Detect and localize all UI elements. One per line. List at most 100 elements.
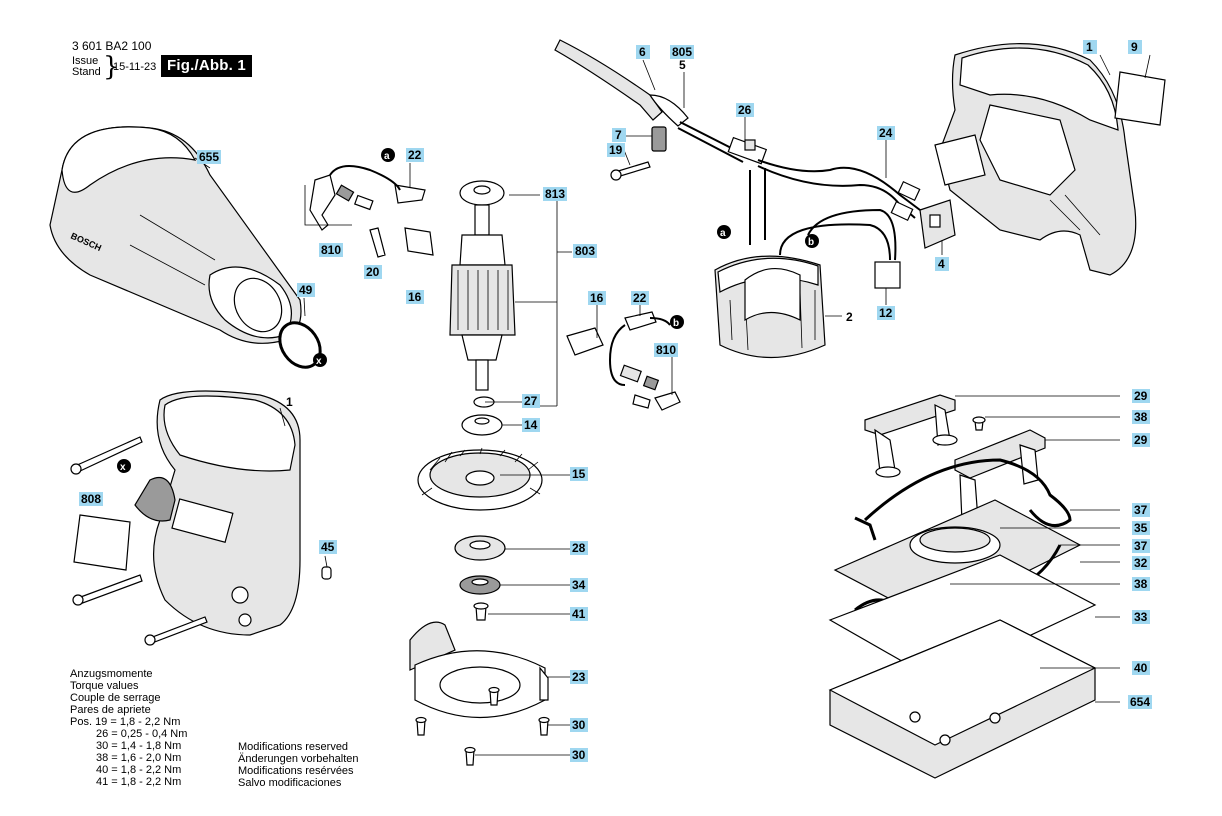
- callout-9: 9: [1131, 40, 1138, 54]
- torque-title-fr: Couple de serrage: [70, 692, 161, 704]
- callout-38-upper: 38: [1134, 410, 1148, 424]
- callout-813: 813: [545, 187, 565, 201]
- callout-40: 40: [1134, 661, 1148, 675]
- issue-label: Issue: [72, 55, 99, 67]
- sanding-sheet-33: [828, 554, 1097, 681]
- torque-row: 41 = 1,8 - 2,2 Nm: [96, 776, 182, 788]
- callout-16-left: 16: [408, 290, 422, 304]
- wire-harness: [749, 159, 921, 261]
- marker-x-lower: x: [120, 462, 126, 473]
- callout-38-lower: 38: [1134, 577, 1148, 591]
- callout-33: 33: [1134, 610, 1148, 624]
- callout-654: 654: [1130, 695, 1150, 709]
- bearing-14-bore: [474, 417, 490, 425]
- stator-2: [714, 255, 826, 358]
- callout-24: 24: [879, 126, 893, 140]
- brush-holder-group-right: [566, 311, 681, 411]
- torque-title-es: Pares de apriete: [70, 704, 151, 716]
- torque-row: 38 = 1,6 - 2,0 Nm: [96, 752, 182, 764]
- torque-row: Pos. 19 = 1,8 - 2,2 Nm: [70, 716, 181, 728]
- callout-30-lower: 30: [572, 748, 586, 762]
- plug-45: [321, 566, 332, 580]
- callout-26: 26: [738, 103, 752, 117]
- torque-row: 30 = 1,4 - 1,8 Nm: [96, 740, 182, 752]
- torque-table: Anzugsmomente Torque values Couple de se…: [70, 668, 187, 788]
- bearing-28-bore: [469, 540, 491, 550]
- modifications-en: Modifications reserved: [238, 741, 349, 753]
- callout-28: 28: [572, 541, 586, 555]
- callout-22-left: 22: [408, 148, 422, 162]
- o-ring-49: [278, 321, 322, 369]
- dust-clip-29: [864, 394, 958, 478]
- callout-41: 41: [572, 607, 586, 621]
- modifications-fr: Modifications resérvées: [238, 765, 354, 777]
- power-cable: [554, 39, 746, 163]
- eccentric-34-bore: [471, 578, 489, 586]
- callout-15: 15: [572, 467, 586, 481]
- callout-7: 7: [615, 128, 622, 142]
- connector-12: [874, 261, 901, 289]
- housing-shell-right: [934, 43, 1137, 276]
- housing-screws: [70, 436, 208, 646]
- cable-clamp-26: [727, 136, 768, 165]
- callout-labels: 655 49 1 808 45 810 20 16 22 813 803 27 …: [79, 40, 1152, 762]
- callout-16-right: 16: [590, 291, 604, 305]
- torque-row: 26 = 0,25 - 0,4 Nm: [96, 728, 188, 740]
- screws-30: [415, 686, 550, 766]
- callout-5: 5: [679, 58, 686, 72]
- screw-38-top-head: [972, 416, 986, 424]
- connection-markers: a a b b x x: [117, 148, 819, 473]
- brush-holder-group-left: [304, 165, 434, 258]
- part-number: 3 601 BA2 100: [72, 39, 152, 53]
- issue-date: 15-11-23: [113, 61, 157, 73]
- label-808: [73, 514, 131, 571]
- callout-32: 32: [1134, 556, 1148, 570]
- callout-37-upper: 37: [1134, 503, 1148, 517]
- callout-34: 34: [572, 578, 586, 592]
- screw-41-head: [473, 602, 489, 610]
- callout-29-upper: 29: [1134, 389, 1148, 403]
- callout-2: 2: [846, 310, 853, 324]
- base-pad-654: [828, 619, 1097, 779]
- callout-30-upper: 30: [572, 718, 586, 732]
- callout-29-lower: 29: [1134, 433, 1148, 447]
- callout-23: 23: [572, 670, 586, 684]
- callout-810-left: 810: [321, 243, 341, 257]
- callout-20: 20: [366, 265, 380, 279]
- issue-stand-labels: Issue Stand: [72, 56, 101, 78]
- clamp-7: [651, 126, 667, 152]
- callout-37-lower: 37: [1134, 539, 1148, 553]
- armature-803: [449, 180, 516, 391]
- marker-x-upper: x: [316, 356, 322, 367]
- callout-6: 6: [639, 45, 646, 59]
- leader-lines: [194, 54, 1151, 756]
- stand-label: Stand: [72, 66, 101, 78]
- callout-4: 4: [938, 257, 945, 271]
- nose-cover-655: BOSCH: [49, 126, 302, 344]
- callout-803: 803: [575, 244, 595, 258]
- marker-a-right: a: [720, 228, 726, 239]
- screw-19-head: [610, 169, 622, 181]
- label-9: [1114, 71, 1166, 126]
- callout-805: 805: [672, 45, 692, 59]
- modifications-es: Salvo modificaciones: [238, 777, 342, 789]
- callout-1-left: 1: [286, 395, 293, 409]
- torque-row: 40 = 1,8 - 2,2 Nm: [96, 764, 182, 776]
- callout-22-right: 22: [633, 291, 647, 305]
- callout-45: 45: [321, 540, 335, 554]
- marker-b-right: b: [808, 237, 814, 248]
- callout-19: 19: [609, 143, 623, 157]
- modifications-de: Änderungen vorbehalten: [238, 753, 359, 765]
- torque-title-en: Torque values: [70, 680, 139, 692]
- callout-35: 35: [1134, 521, 1148, 535]
- callout-810-right: 810: [656, 343, 676, 357]
- clamp-spring-37-end: [854, 516, 877, 541]
- fan-15: [417, 447, 543, 511]
- fan-guard-23: [409, 621, 549, 719]
- callout-49: 49: [299, 283, 313, 297]
- modifications-note: Modifications reserved Änderungen vorbeh…: [238, 741, 358, 789]
- marker-a-left: a: [384, 151, 390, 162]
- callout-14: 14: [524, 418, 538, 432]
